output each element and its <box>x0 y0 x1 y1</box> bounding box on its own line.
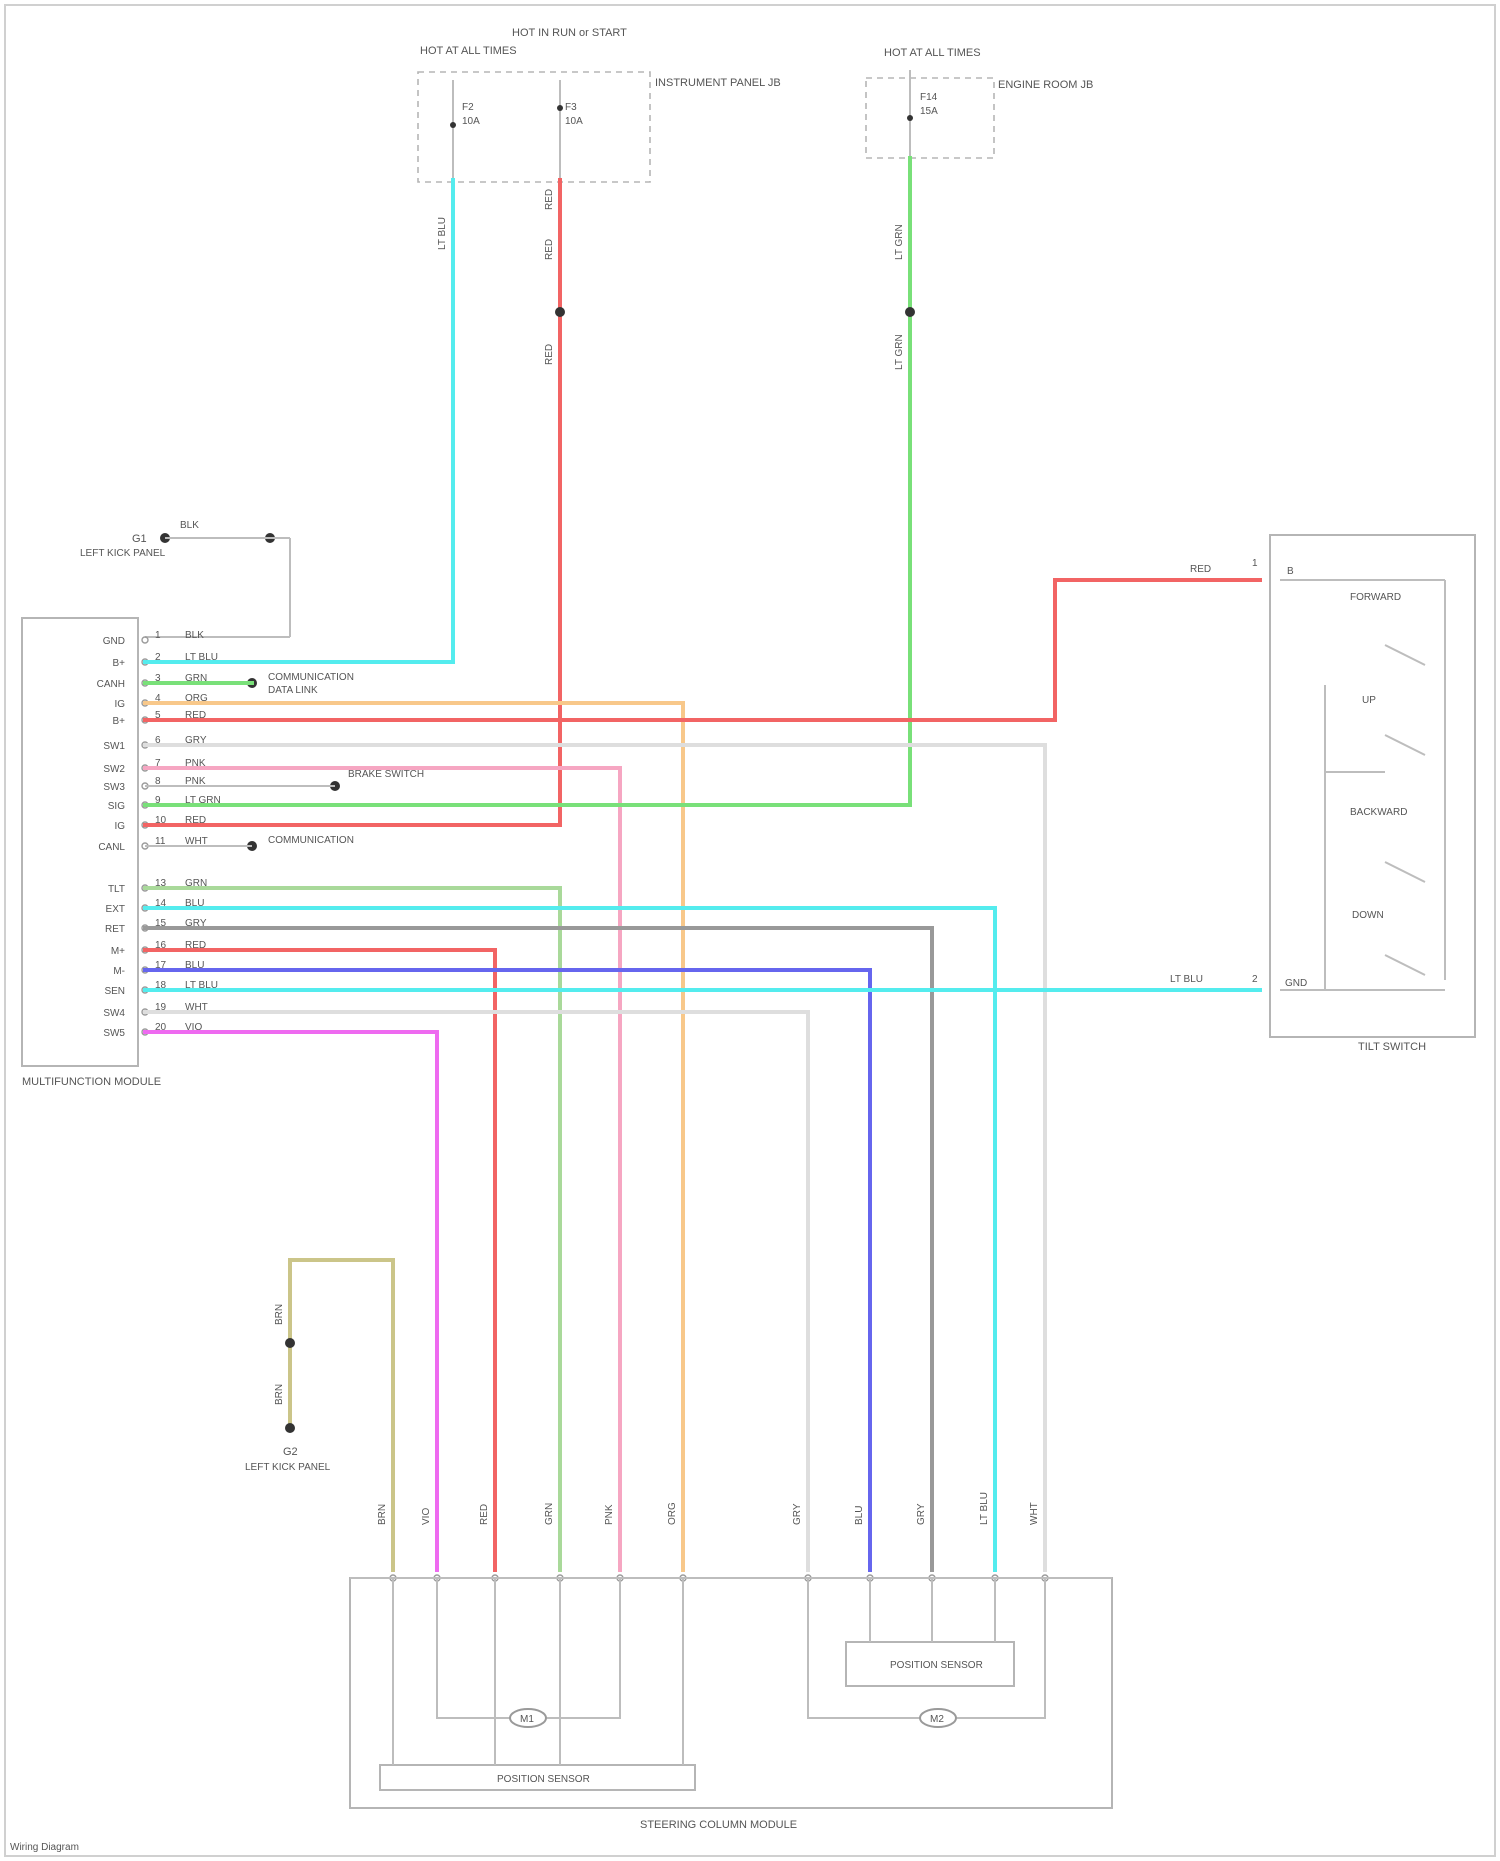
module-pin-signal: SIG <box>108 801 125 812</box>
module-caption: MULTIFUNCTION MODULE <box>22 1076 161 1088</box>
fuse2-name: F3 <box>565 102 577 113</box>
module-pin-signal: SW1 <box>103 741 125 752</box>
splice-green <box>905 307 915 317</box>
bottom-wire-label: BLU <box>854 1506 865 1525</box>
fuse2-title: HOT IN RUN or START <box>512 27 627 39</box>
motor-1-label: M1 <box>520 1714 534 1725</box>
note-3: BRAKE SWITCH <box>348 769 424 780</box>
switch-tag-gnd: GND <box>1285 978 1307 989</box>
module-pin-signal: B+ <box>112 716 125 727</box>
module-pin-signal: M+ <box>111 946 125 957</box>
note-4: COMMUNICATION <box>268 835 354 846</box>
fuse2-rating: 10A <box>565 116 583 127</box>
ground-wire-a: BRN <box>274 1304 285 1325</box>
corner-note: Wiring Diagram <box>10 1842 79 1853</box>
bottom-wire-label: GRY <box>916 1503 927 1525</box>
bottom-wire-label: LT BLU <box>979 1492 990 1525</box>
module-pin-signal: GND <box>103 636 125 647</box>
module-pin-signal: CANL <box>98 842 125 853</box>
module-pin-signal: CANH <box>97 679 125 690</box>
column-module-caption: STEERING COLUMN MODULE <box>640 1819 797 1831</box>
bottom-wire-label: GRY <box>792 1503 803 1525</box>
bottom-wire-label: VIO <box>421 1508 432 1525</box>
switch-label-down: DOWN <box>1352 910 1384 921</box>
bottom-wire-label: BRN <box>377 1504 388 1525</box>
fuse1-name: F2 <box>462 102 474 113</box>
bottom-wire-label: PNK <box>604 1504 615 1525</box>
fuse-block-description: INSTRUMENT PANEL JB <box>655 77 781 89</box>
note-2: DATA LINK <box>268 685 318 696</box>
switch-wire1: RED <box>1190 564 1211 575</box>
note-1: COMMUNICATION <box>268 672 354 683</box>
motor-2-label: M2 <box>930 1714 944 1725</box>
module-pin-signal: SW4 <box>103 1008 125 1019</box>
switch-label-forward: FORWARD <box>1350 592 1401 603</box>
module-pin-signal: SW2 <box>103 764 125 775</box>
module-pin-signal: RET <box>105 924 125 935</box>
switch-caption: TILT SWITCH <box>1358 1041 1426 1053</box>
module-pin-signal: TLT <box>108 884 125 895</box>
bottom-wire-label: RED <box>479 1504 490 1525</box>
splice-red <box>555 307 565 317</box>
module-pin-signal: SW5 <box>103 1028 125 1039</box>
ground-top-label-b: LEFT KICK PANEL <box>80 548 166 559</box>
fuse1-title: HOT AT ALL TIMES <box>420 45 517 57</box>
switch-pin1: 1 <box>1252 558 1258 569</box>
fuse3-title: HOT AT ALL TIMES <box>884 47 981 59</box>
switch-wire2: LT BLU <box>1170 974 1203 985</box>
module-pin-signal: SEN <box>104 986 125 997</box>
fuse-block2-description: ENGINE ROOM JB <box>998 79 1093 91</box>
module-pin-number: 1 <box>155 630 161 641</box>
label-green-top-a: LT GRN <box>894 224 905 260</box>
switch-tag-b: B <box>1287 566 1294 577</box>
fuse3-name: F14 <box>920 92 938 103</box>
ground-top-label-a: G1 <box>132 533 147 545</box>
ground-label-b: LEFT KICK PANEL <box>245 1462 331 1473</box>
label-cyan-top: LT BLU <box>437 217 448 250</box>
label-red-top-a: RED <box>544 189 555 210</box>
ground-top-wire: BLK <box>180 520 199 531</box>
fuse3-rating: 15A <box>920 106 938 117</box>
module-pin-signal: SW3 <box>103 782 125 793</box>
label-red-top-b: RED <box>544 239 555 260</box>
bottom-wire-label: GRN <box>544 1503 555 1525</box>
label-green-top-b: LT GRN <box>894 334 905 370</box>
ground-wire-b: BRN <box>274 1384 285 1405</box>
bottom-wire-label: WHT <box>1029 1502 1040 1525</box>
module-pin-wire-color: BLK <box>185 630 204 641</box>
switch-label-backward: BACKWARD <box>1350 807 1407 818</box>
fuse1-rating: 10A <box>462 116 480 127</box>
module-pin-signal: M- <box>113 966 125 977</box>
bottom-wire-label: ORG <box>667 1502 678 1525</box>
ground-label-a: G2 <box>283 1446 298 1458</box>
switch-pin2: 2 <box>1252 974 1258 985</box>
sensor-label-1: POSITION SENSOR <box>497 1774 590 1785</box>
sensor-label-2: POSITION SENSOR <box>890 1660 983 1671</box>
module-pin-signal: IG <box>114 699 125 710</box>
module-pin-signal: EXT <box>106 904 125 915</box>
switch-label-up: UP <box>1362 695 1376 706</box>
label-red-top-c: RED <box>544 344 555 365</box>
module-pin-signal: IG <box>114 821 125 832</box>
module-pin-signal: B+ <box>112 658 125 669</box>
